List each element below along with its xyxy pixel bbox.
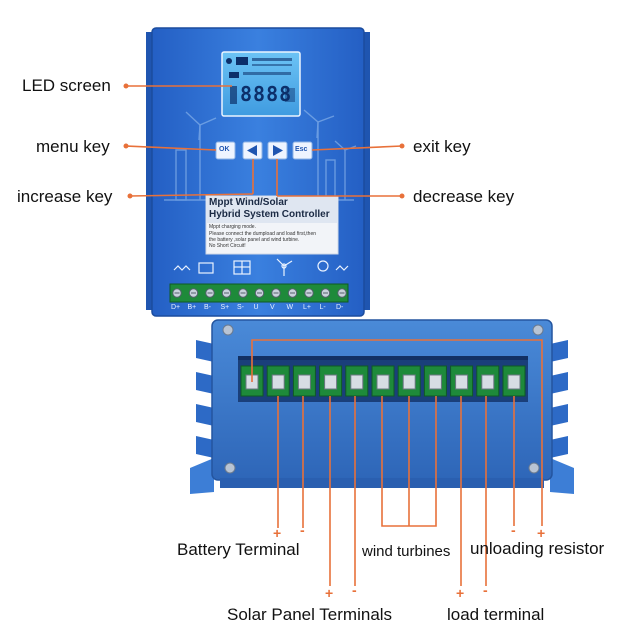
product-mode: Mppt charging mode. <box>209 224 256 230</box>
unload-plus-mark: + <box>537 525 546 541</box>
exit-key-leader <box>311 145 403 151</box>
key-ok-label: OK <box>219 146 230 153</box>
label-exit-key: exit key <box>413 137 471 156</box>
terminal-label: W <box>286 304 294 311</box>
controller-front <box>146 27 370 317</box>
label-solar-panel-terminals: Solar Panel Terminals <box>227 605 393 624</box>
increase-key-leader-b <box>129 193 254 197</box>
terminal-clamp <box>481 374 495 390</box>
label-unloading-resistor: unloading resistor <box>470 539 605 558</box>
terminal-clamp <box>402 374 416 390</box>
battery-plus-mark: + <box>273 525 282 541</box>
product-title-line2: Hybrid System Controller <box>209 209 330 220</box>
product-note-1: Please connect the dumpload and load fir… <box>209 231 317 237</box>
terminal-clamp <box>428 374 442 390</box>
terminal-clamp <box>376 374 390 390</box>
terminal-label: B- <box>204 304 211 311</box>
terminal-clamp <box>297 374 311 390</box>
leader-dots <box>123 83 405 199</box>
unload-plus-leader <box>251 339 543 526</box>
label-increase-key: increase key <box>17 187 113 206</box>
menu-key-leader <box>125 145 217 151</box>
lcd-digits: 8888 <box>240 82 293 106</box>
terminal-clamp <box>271 374 285 390</box>
left-arrow-icon <box>247 145 257 156</box>
terminal-label: D- <box>336 304 344 311</box>
product-label-header <box>206 196 338 223</box>
terminal-label: D+ <box>171 304 181 311</box>
lcd-screen <box>221 51 301 117</box>
battery-minus-mark: - <box>300 522 305 538</box>
label-battery-terminal: Battery Terminal <box>177 540 300 559</box>
solar-minus-mark: - <box>352 582 357 598</box>
label-load-terminal: load terminal <box>447 605 545 624</box>
terminal-label: L+ <box>303 304 311 311</box>
terminal-clamp <box>455 374 469 390</box>
terminal-label: L- <box>319 304 326 311</box>
label-wind-turbines: wind turbines <box>362 543 451 560</box>
right-mounting-flange <box>550 458 574 494</box>
leader-lines <box>125 85 543 586</box>
load-plus-mark: + <box>456 585 465 601</box>
terminal-icon-row <box>173 258 349 276</box>
terminal-label: S+ <box>220 304 230 311</box>
label-decrease-key: decrease key <box>413 187 515 206</box>
right-heatsink-fin <box>360 32 370 310</box>
unload-minus-mark: - <box>511 522 516 538</box>
left-mounting-flange <box>190 458 214 494</box>
product-note-3: No Short Circuit! <box>209 243 246 249</box>
corner-screws <box>222 324 544 474</box>
product-title-line1: Mppt Wind/Solar <box>209 197 288 208</box>
terminal-label: S- <box>237 304 244 311</box>
lcd-segments <box>226 57 295 104</box>
label-menu-key: menu key <box>36 137 110 156</box>
terminal-clamp <box>324 374 338 390</box>
esc-exit-key[interactable] <box>292 141 313 160</box>
terminal-label: U <box>253 304 259 311</box>
terminal-label: B+ <box>187 304 197 311</box>
solar-plus-mark: + <box>325 585 334 601</box>
terminal-blocks <box>240 365 526 397</box>
resistor-icon-right <box>335 265 349 271</box>
ok-menu-key[interactable] <box>215 141 236 160</box>
terminal-screws <box>172 288 347 298</box>
terminal-clamp <box>350 374 364 390</box>
load-minus-mark: - <box>483 582 488 598</box>
terminal-clamp <box>507 374 521 390</box>
resistor-icon <box>173 265 191 271</box>
left-heatsink-fin <box>146 32 156 310</box>
terminal-label: V <box>270 304 275 311</box>
lamp-icon <box>317 260 329 272</box>
key-esc-label: Esc <box>295 146 308 153</box>
battery-icon <box>198 262 214 274</box>
label-led-screen: LED screen <box>22 76 111 95</box>
side-fins <box>196 340 568 458</box>
product-note-2: the battery ,solar panel and wind turbin… <box>209 237 300 243</box>
right-arrow-icon <box>273 145 283 156</box>
